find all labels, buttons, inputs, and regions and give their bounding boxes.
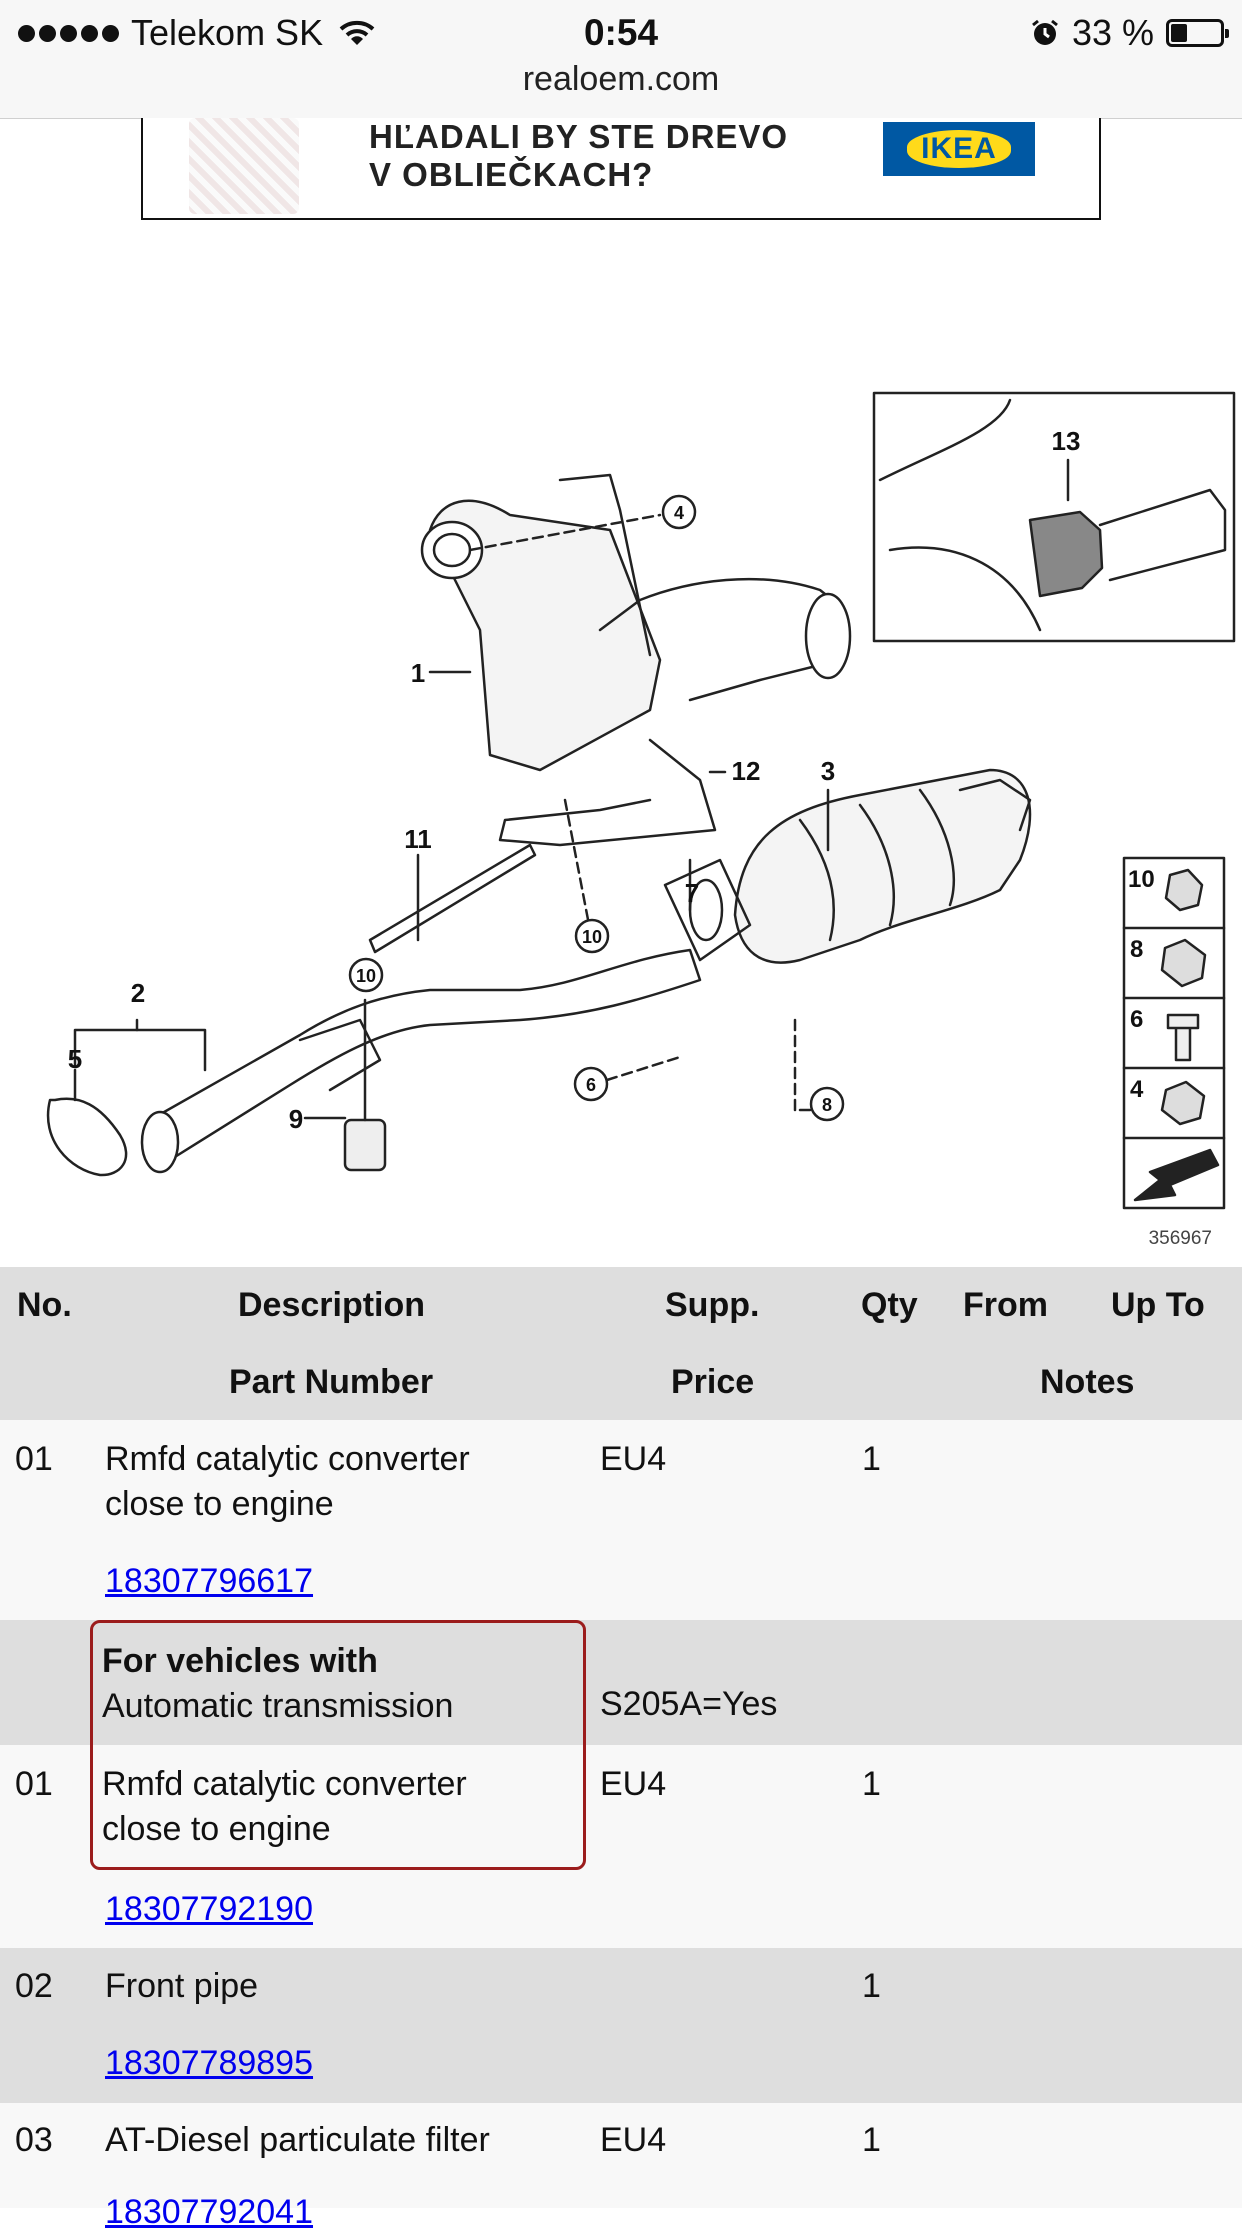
table-row	[0, 1948, 1242, 2103]
description-line-1: Rmfd catalytic converter	[102, 1765, 467, 1803]
header-supp: Supp.	[665, 1286, 760, 1324]
callout-11[interactable]: 11	[404, 824, 432, 854]
row-qty: 1	[862, 2121, 881, 2159]
condition-text: Automatic transmission	[102, 1687, 454, 1725]
description-line-1: Rmfd catalytic converter	[105, 1440, 470, 1478]
callout-8[interactable]: 8	[822, 1095, 832, 1115]
carrier-name: Telekom SK	[131, 12, 324, 53]
header-qty: Qty	[861, 1286, 918, 1324]
diagram-image-number: 356967	[1149, 1228, 1212, 1249]
callout-1[interactable]: 1	[411, 658, 425, 688]
battery-icon	[1166, 19, 1229, 47]
battery-percent: 33 %	[1071, 12, 1154, 53]
callout-2[interactable]: 2	[131, 978, 145, 1008]
callout-10-lower[interactable]: 10	[356, 966, 376, 986]
row-no: 02	[15, 1967, 53, 2005]
signal-strength-icon	[18, 24, 119, 42]
row-qty: 1	[862, 1765, 881, 1803]
header-up-to: Up To	[1111, 1286, 1205, 1324]
part-number-link[interactable]: 18307789895	[105, 2044, 314, 2082]
row-supp: EU4	[600, 1765, 667, 1803]
address-bar-url[interactable]: realoem.com	[522, 60, 720, 98]
callout-10-upper[interactable]: 10	[582, 927, 602, 947]
row-no: 03	[15, 2121, 53, 2159]
status-right-group: 33 %	[1030, 12, 1229, 54]
callout-5[interactable]: 5	[68, 1044, 82, 1074]
condition-row	[0, 1620, 1242, 1745]
table-row	[0, 1420, 1242, 1620]
callout-12[interactable]: 12	[732, 756, 761, 786]
wifi-icon	[339, 20, 375, 45]
clock: 0:54	[583, 12, 659, 53]
header-price: Price	[671, 1363, 755, 1401]
part-number-link[interactable]: 18307796617	[105, 1562, 314, 1600]
header-notes: Notes	[1040, 1363, 1135, 1401]
description-line-2: close to engine	[102, 1810, 331, 1848]
description-line-2: close to engine	[105, 1485, 334, 1523]
table-row	[0, 1745, 1242, 1948]
row-description: Rmfd catalytic converter close to engine	[105, 1437, 470, 1527]
part-number-link[interactable]: 18307792041	[105, 2193, 314, 2231]
legend-label-4: 4	[1130, 1076, 1144, 1103]
row-no: 01	[15, 1440, 53, 1478]
callout-13[interactable]: 13	[1052, 426, 1081, 456]
row-supp: EU4	[600, 2121, 667, 2159]
row-no: 01	[15, 1765, 53, 1803]
table-row	[0, 2103, 1242, 2208]
condition-title: For vehicles with	[102, 1642, 378, 1680]
legend-label-6: 6	[1130, 1006, 1143, 1033]
ikea-logo-text: IKEA	[907, 130, 1011, 168]
header-no: No.	[17, 1286, 72, 1324]
parts-table-header	[0, 1267, 1242, 1420]
condition-code: S205A=Yes	[600, 1685, 778, 1723]
row-description: Front pipe	[105, 1967, 259, 2005]
legend-label-8: 8	[1130, 936, 1143, 963]
row-qty: 1	[862, 1440, 881, 1478]
header-part-number: Part Number	[229, 1363, 434, 1401]
ad-product-image	[189, 118, 299, 214]
ad-line-2: V OBLIEČKACH?	[369, 156, 654, 193]
callout-6[interactable]: 6	[586, 1075, 596, 1095]
exhaust-diagram-svg: 13 1 12 3 11 7 2 5 9 4 10 10 6 8 10 8 6 …	[46, 391, 1236, 1249]
part-number-link[interactable]: 18307792190	[105, 1890, 314, 1928]
ikea-logo: IKEA	[883, 122, 1035, 176]
ad-line-1: HĽADALI BY STE DREVO	[369, 118, 789, 155]
row-supp: EU4	[600, 1440, 667, 1478]
carrier-group: Telekom SK	[18, 12, 375, 54]
header-description: Description	[238, 1286, 426, 1324]
ad-banner[interactable]: HĽADALI BY STE DREVO V OBLIEČKACH? IKEA	[141, 118, 1101, 220]
callout-3[interactable]: 3	[821, 756, 835, 786]
parts-diagram[interactable]: 13 1 12 3 11 7 2 5 9 4 10 10 6 8 10 8 6 …	[0, 300, 1242, 1260]
callout-4[interactable]: 4	[674, 503, 684, 523]
callout-9[interactable]: 9	[289, 1104, 303, 1134]
ad-headline: HĽADALI BY STE DREVO V OBLIEČKACH?	[369, 118, 788, 194]
callout-7[interactable]: 7	[685, 878, 699, 908]
alarm-icon	[1032, 19, 1058, 45]
row-description: Rmfd catalytic converter close to engine	[102, 1762, 467, 1852]
legend-label-10: 10	[1128, 866, 1155, 893]
row-description: AT-Diesel particulate filter	[105, 2121, 490, 2159]
status-bar: Telekom SK 0:54 33 % realoem.com	[0, 0, 1242, 119]
header-from: From	[963, 1286, 1048, 1324]
row-qty: 1	[862, 1967, 881, 2005]
